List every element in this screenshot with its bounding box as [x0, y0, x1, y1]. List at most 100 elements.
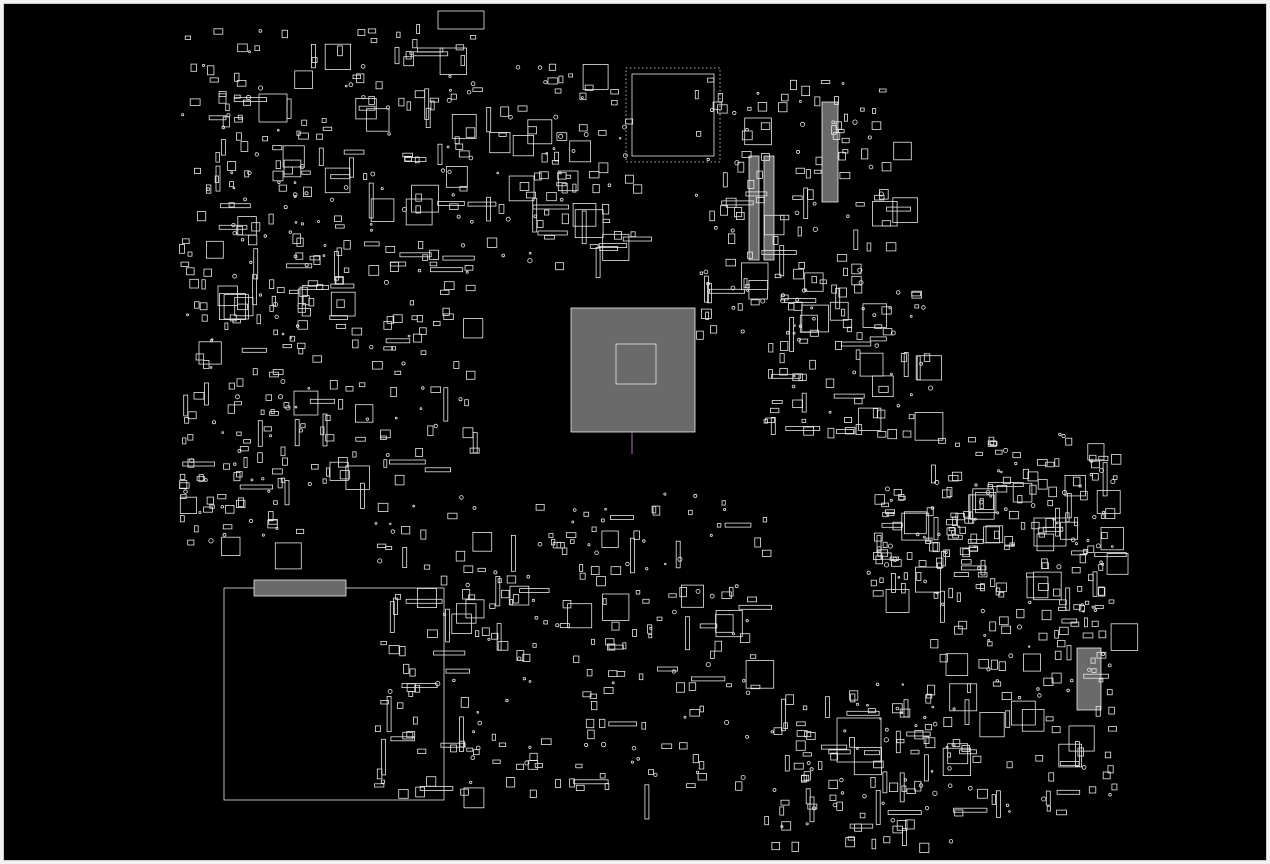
- smd-pad: [311, 463, 319, 470]
- smd-pad: [294, 405, 298, 409]
- smd-pad: [861, 148, 869, 160]
- smd-pad: [977, 572, 988, 578]
- lan-chip[interactable]: [836, 717, 882, 763]
- smd-pad: [685, 616, 690, 651]
- northbridge-qfp[interactable]: [625, 67, 721, 163]
- smd-pad: [895, 706, 900, 711]
- smd-pad: [559, 197, 564, 202]
- ddr-connector-right[interactable]: [821, 101, 839, 203]
- smd-pad: [943, 717, 953, 728]
- cpu-bga[interactable]: [570, 307, 696, 454]
- smd-pad: [193, 392, 205, 400]
- edge-connector-top[interactable]: [437, 10, 485, 30]
- smd-pad: [1005, 803, 1010, 807]
- smd-pad: [990, 578, 996, 588]
- smd-pad: [493, 570, 498, 575]
- smd-pad: [846, 214, 850, 218]
- smd-pad: [902, 430, 912, 438]
- smd-pad: [292, 192, 298, 197]
- smd-pad: [675, 540, 681, 569]
- smd-pad: [418, 240, 424, 250]
- smd-pad: [1100, 527, 1124, 551]
- smd-pad: [335, 323, 346, 329]
- smd-pad: [919, 842, 930, 853]
- smd-pad: [505, 216, 511, 222]
- smd-pad: [517, 656, 522, 661]
- smd-pad: [926, 693, 933, 699]
- smd-pad: [780, 214, 790, 221]
- smd-pad: [668, 593, 677, 598]
- smd-pad: [1081, 765, 1087, 770]
- smd-pad: [873, 552, 882, 560]
- smd-pad: [1026, 576, 1049, 599]
- smd-pad: [412, 39, 418, 49]
- smd-pad: [231, 223, 236, 228]
- pcmcia-slot[interactable]: [223, 579, 445, 801]
- smd-pad: [831, 125, 837, 135]
- smd-pad: [304, 191, 309, 196]
- smd-pad: [424, 467, 452, 473]
- smd-pad: [232, 231, 237, 236]
- smd-pad: [402, 547, 408, 569]
- smd-pad: [179, 496, 198, 514]
- smd-pad: [574, 209, 604, 238]
- smd-pad: [591, 638, 595, 645]
- smd-pad: [380, 700, 389, 705]
- smd-pad: [236, 431, 242, 436]
- smd-pad: [834, 96, 839, 105]
- audio-chip[interactable]: [1033, 517, 1067, 547]
- smd-pad: [304, 262, 309, 267]
- smd-pad: [258, 29, 263, 33]
- smd-pad: [322, 126, 333, 131]
- smd-pad: [508, 175, 535, 202]
- smd-pad: [460, 788, 469, 796]
- smd-pad: [330, 283, 355, 289]
- smd-pad: [392, 314, 403, 323]
- smd-pad: [755, 197, 765, 204]
- smd-pad: [705, 311, 709, 320]
- smd-pad: [916, 572, 922, 581]
- smd-pad: [874, 494, 885, 505]
- smd-pad: [416, 588, 437, 609]
- smd-pad: [1100, 514, 1106, 519]
- pcb-boardview[interactable]: [4, 4, 1267, 861]
- smd-pad: [714, 640, 722, 652]
- smd-pad: [809, 329, 819, 337]
- smd-pad: [260, 409, 265, 415]
- smd-pad: [998, 591, 1005, 598]
- smd-pad: [226, 113, 231, 118]
- smd-pad: [221, 536, 241, 557]
- schematic-viewer[interactable]: [3, 3, 1267, 861]
- smd-pad: [189, 458, 195, 464]
- smd-pad: [602, 203, 610, 215]
- smd-pad: [1002, 476, 1011, 485]
- smd-pad: [883, 737, 889, 743]
- smd-pad: [608, 721, 637, 727]
- smd-pad: [534, 172, 542, 181]
- smd-pad: [1092, 472, 1099, 481]
- smd-pad: [1012, 482, 1033, 503]
- smd-pad: [796, 721, 806, 727]
- io-connector-right[interactable]: [1076, 647, 1102, 711]
- smd-pad: [876, 409, 886, 419]
- smd-pad: [1056, 809, 1067, 816]
- smd-pad: [841, 137, 850, 144]
- smd-pad: [836, 254, 848, 262]
- smd-pad: [240, 237, 245, 242]
- smd-pad: [651, 505, 657, 514]
- smd-pad: [505, 698, 509, 703]
- smd-pad: [419, 786, 454, 791]
- smd-pad: [831, 284, 838, 294]
- smd-pad: [539, 171, 549, 180]
- smd-pad: [721, 200, 754, 206]
- smd-pad: [844, 113, 849, 122]
- smd-pad: [201, 279, 206, 290]
- smd-pad: [731, 305, 736, 310]
- smd-pad: [940, 590, 945, 623]
- ddr-connector-left[interactable]: [748, 155, 775, 261]
- smd-pad: [472, 749, 480, 756]
- smd-pad: [385, 546, 393, 550]
- smd-pad: [295, 528, 305, 534]
- smd-pad: [749, 654, 757, 659]
- smd-pad: [334, 215, 342, 222]
